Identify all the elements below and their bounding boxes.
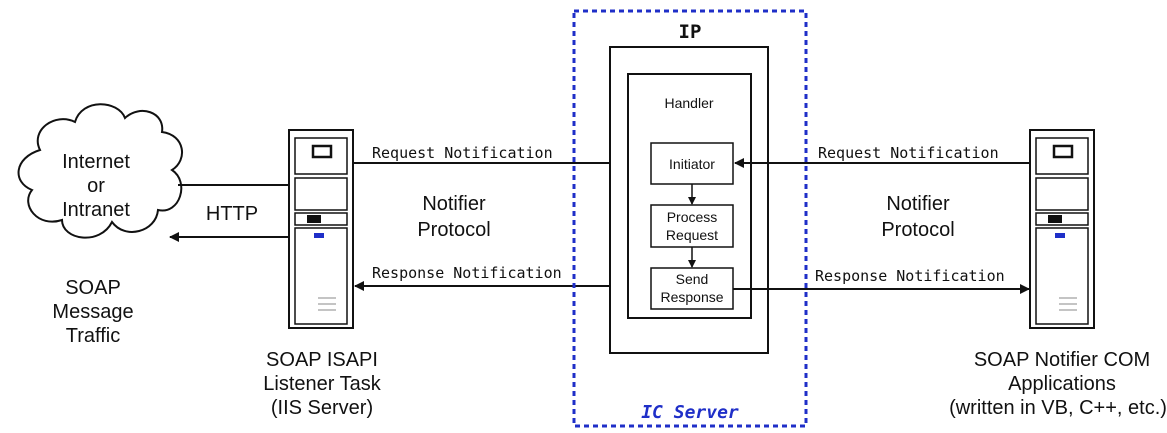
notifier-caption-line3: (written in VB, C++, etc.) [949, 397, 1167, 419]
process-request-line2: Request [666, 227, 718, 243]
left-request-label: Request Notification [372, 144, 553, 162]
cloud-label-internet: Internet [62, 151, 130, 173]
cloud-caption-line2: Message [52, 301, 133, 323]
send-response-line2: Response [660, 289, 723, 305]
initiator-label: Initiator [669, 156, 715, 172]
isapi-caption-line3: (IIS Server) [271, 397, 373, 419]
server-tower-icon [288, 129, 354, 329]
cloud-label-or: or [87, 175, 105, 197]
initiator-box [650, 142, 734, 185]
cloud-caption-line3: Traffic [66, 325, 120, 347]
left-response-label: Response Notification [372, 264, 562, 282]
isapi-caption-line2: Listener Task [263, 373, 381, 395]
right-response-label: Response Notification [815, 267, 1005, 285]
http-label: HTTP [206, 203, 258, 225]
ic-server-label: IC Server [641, 402, 739, 423]
left-protocol-line2: Protocol [417, 219, 490, 241]
cloud-caption-line1: SOAP [65, 277, 121, 299]
cloud-label-intranet: Intranet [62, 199, 130, 221]
cloud-icon [17, 103, 183, 239]
notifier-caption-line2: Applications [1008, 373, 1116, 395]
server-tower-icon [1029, 129, 1095, 329]
send-response-line1: Send [676, 271, 709, 287]
left-protocol-line1: Notifier [422, 193, 486, 215]
process-request-line1: Process [667, 209, 718, 225]
isapi-caption-line1: SOAP ISAPI [266, 349, 378, 371]
notifier-caption-line1: SOAP Notifier COM [974, 349, 1150, 371]
right-protocol-line2: Protocol [881, 219, 954, 241]
right-request-label: Request Notification [818, 144, 999, 162]
process-request-box [650, 204, 734, 248]
ip-label: IP [679, 21, 702, 43]
right-protocol-line1: Notifier [886, 193, 950, 215]
handler-label: Handler [664, 95, 713, 111]
send-response-box [650, 267, 734, 310]
